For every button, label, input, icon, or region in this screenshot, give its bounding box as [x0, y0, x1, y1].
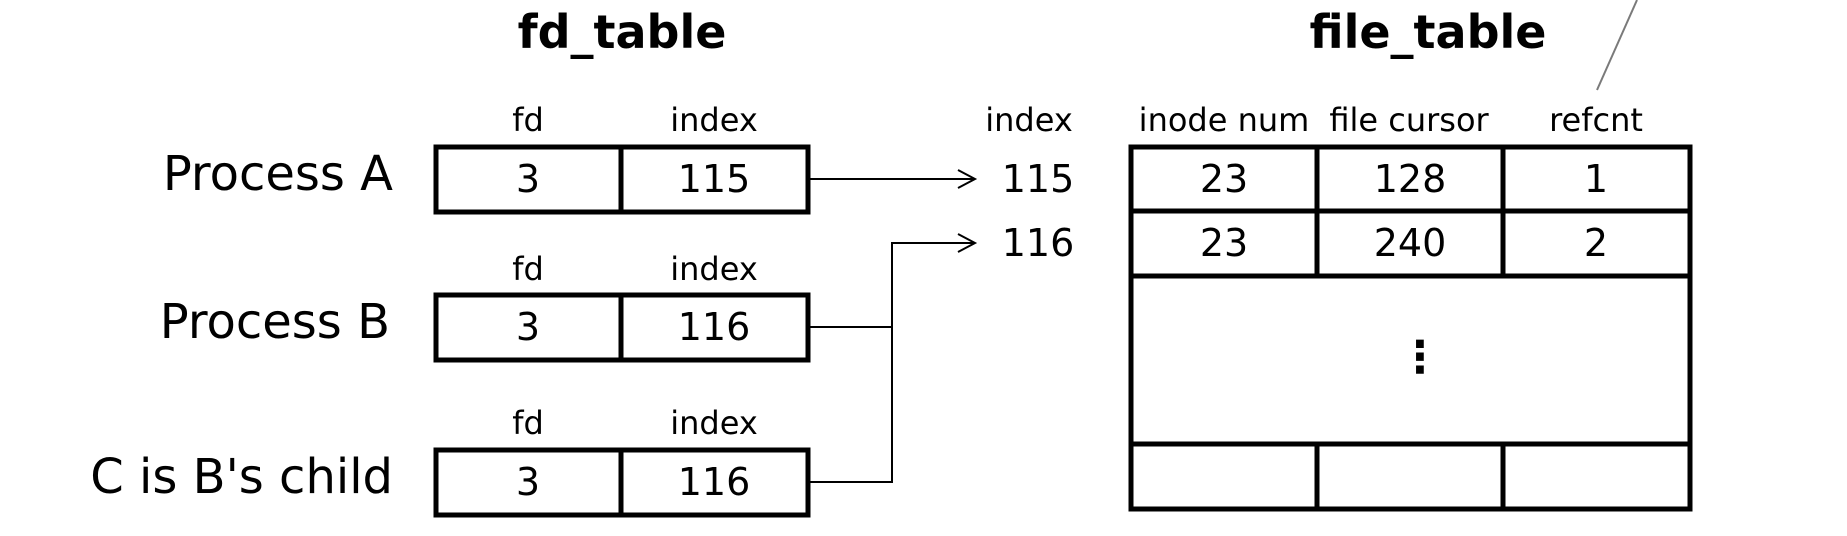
ellipsis-marker: ⋮: [1398, 332, 1442, 383]
index-arrows: [808, 169, 978, 483]
process-a-fd-entry: fd index Process A 3 115: [163, 101, 811, 215]
file-table-title: file_table: [1310, 5, 1547, 59]
fd-table-title: fd_table: [518, 5, 727, 59]
refcnt-cell: 1: [1584, 157, 1608, 201]
fd-column-header: fd: [512, 404, 544, 442]
process-label: Process A: [163, 146, 393, 202]
index-cell: 116: [678, 305, 751, 349]
process-label: C is B's child: [90, 449, 393, 505]
arrow-c-to-116: [808, 242, 975, 483]
index-column-header: index: [670, 404, 758, 442]
process-b-fd-entry: fd index Process B 3 116: [160, 250, 811, 363]
arrowhead: [957, 169, 978, 189]
index-cell: 116: [678, 460, 751, 504]
fd-column-header: fd: [512, 250, 544, 288]
index-cell: 115: [678, 157, 751, 201]
cursor-cell: 128: [1374, 157, 1447, 201]
inode-num-header: inode num: [1139, 101, 1310, 139]
fd-cell: 3: [516, 157, 540, 201]
row-index-label: 115: [1002, 157, 1075, 201]
cursor-cell: 240: [1374, 221, 1447, 265]
inode-cell: 23: [1200, 221, 1248, 265]
index-column-header: index: [985, 101, 1073, 139]
file-table-box: [1128, 144, 1693, 512]
fd-cell: 3: [516, 460, 540, 504]
annotation-leader-line: [1596, 0, 1638, 91]
fd-cell: 3: [516, 305, 540, 349]
process-c-fd-entry: fd index C is B's child 3 116: [90, 404, 811, 518]
index-column-header: index: [670, 250, 758, 288]
arrowhead: [957, 233, 978, 253]
file-table: index inode num file cursor refcnt 115 1…: [985, 101, 1693, 512]
inode-cell: 23: [1200, 157, 1248, 201]
fd-column-header: fd: [512, 101, 544, 139]
file-cursor-header: file cursor: [1329, 101, 1489, 139]
row-index-label: 116: [1002, 221, 1075, 265]
refcnt-header: refcnt: [1549, 101, 1643, 139]
refcnt-cell: 2: [1584, 221, 1608, 265]
index-column-header: index: [670, 101, 758, 139]
process-label: Process B: [160, 294, 390, 350]
